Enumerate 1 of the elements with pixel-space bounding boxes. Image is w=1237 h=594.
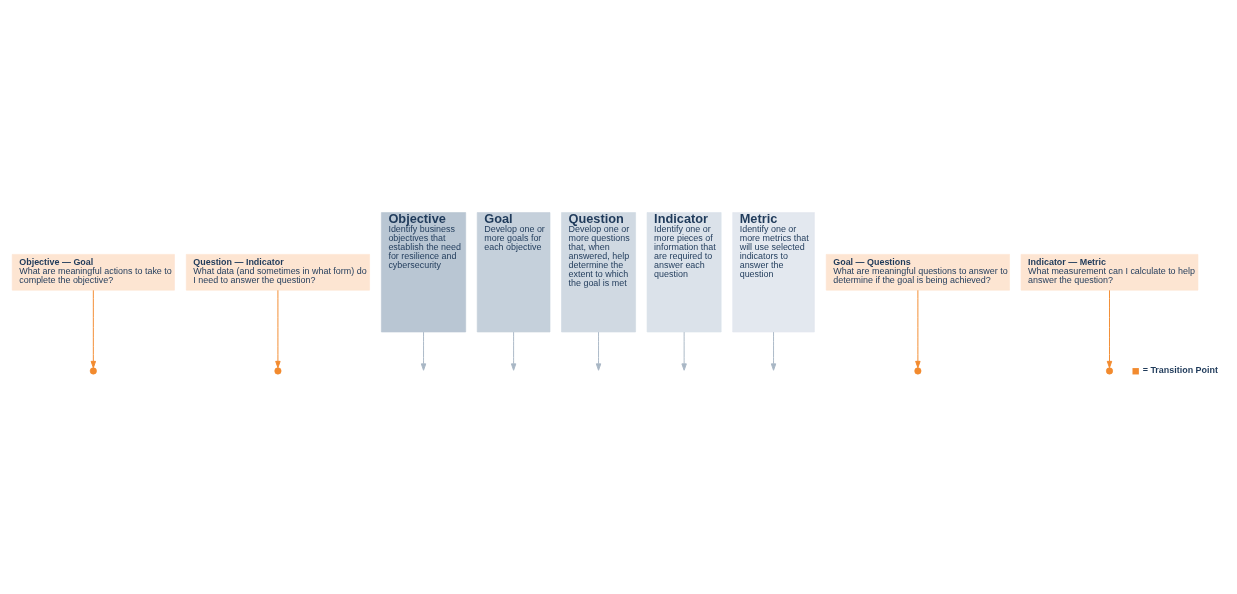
legend-label: = Transition Point: [1142, 364, 1218, 375]
